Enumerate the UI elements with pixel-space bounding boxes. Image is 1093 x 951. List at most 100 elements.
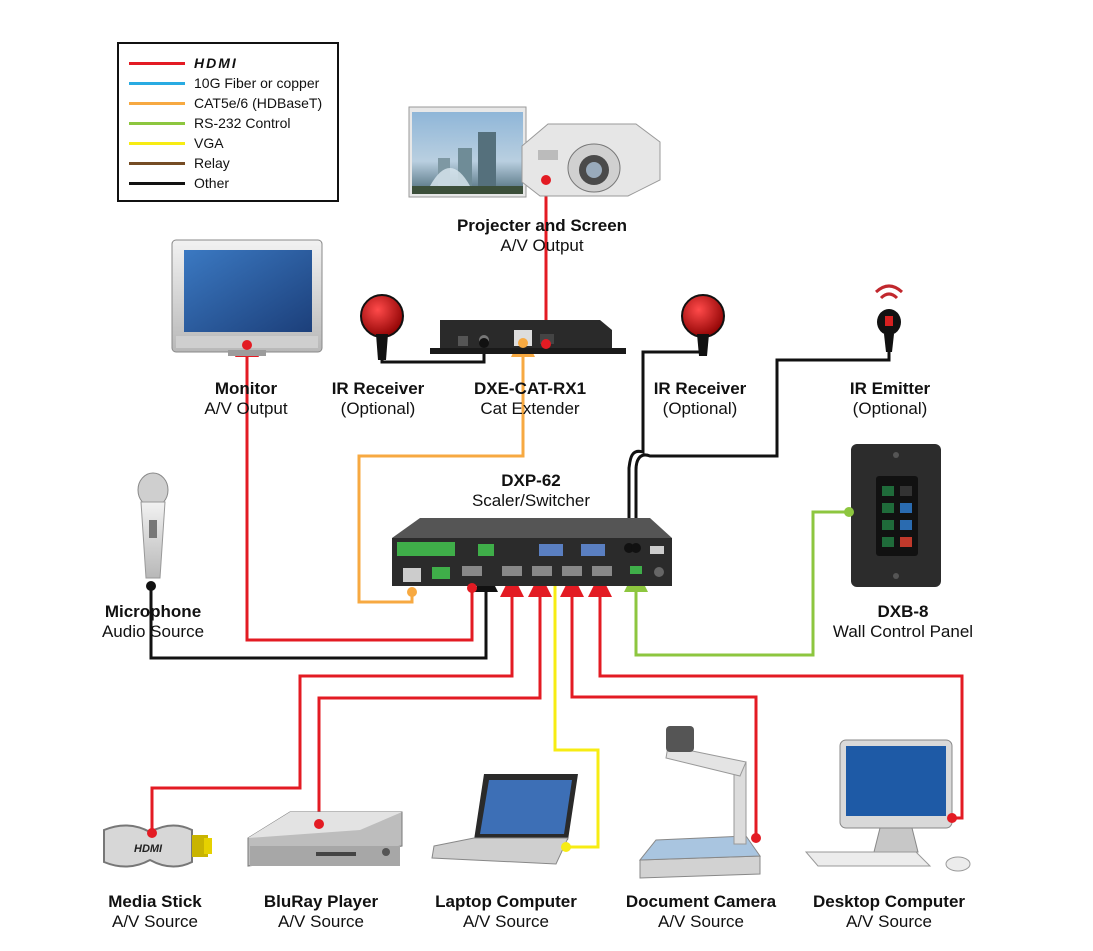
cable-media-stick <box>150 573 524 833</box>
cable-microphone <box>149 568 498 660</box>
switcher-hdmi-out-port <box>467 583 477 593</box>
label-subtitle: Cat Extender <box>480 399 580 418</box>
bluray-player <box>247 811 403 867</box>
monitor <box>171 239 323 356</box>
label-subtitle: Scaler/Switcher <box>471 491 591 510</box>
label-subtitle: (Optional) <box>662 399 738 418</box>
label-title: IR Receiver <box>653 379 747 398</box>
desktop-computer <box>804 739 971 872</box>
extender-cat-port <box>518 338 528 348</box>
legend-label: CAT5e/6 (HDBaseT) <box>194 95 323 111</box>
label-subtitle: Wall Control Panel <box>832 622 974 641</box>
label-ir-emitter: IR Emitter (Optional) <box>850 379 930 419</box>
label-projector: Projecter and Screen A/V Output <box>457 216 627 256</box>
laptop <box>431 774 578 865</box>
label-microphone: Microphone Audio Source <box>102 602 204 642</box>
label-monitor: Monitor A/V Output <box>204 379 287 419</box>
label-subtitle: (Optional) <box>852 399 928 418</box>
label-title: Media Stick <box>108 892 202 911</box>
cable-ir-emitter <box>634 350 891 546</box>
cable-doc-camera <box>560 573 758 838</box>
label-title: BluRay Player <box>263 892 379 911</box>
cable-laptop-vga <box>543 558 600 849</box>
legend-item-rs232: RS-232 Control <box>129 114 291 132</box>
microphone-port <box>146 581 156 591</box>
cable-rs232 <box>624 510 849 657</box>
legend-swatch <box>129 121 185 125</box>
wall-panel <box>851 444 941 587</box>
label-title: Desktop Computer <box>812 892 966 911</box>
legend-swatch <box>129 61 185 65</box>
switcher-ir-port-2 <box>631 543 641 553</box>
label-bluray: BluRay Player A/V Source <box>264 892 378 932</box>
legend-swatch <box>129 161 185 165</box>
label-title: Laptop Computer <box>435 892 577 911</box>
label-media-stick: Media Stick A/V Source <box>108 892 202 932</box>
label-laptop: Laptop Computer A/V Source <box>435 892 577 932</box>
legend-swatch <box>129 81 185 85</box>
cable-bluray <box>317 573 552 824</box>
legend: HDMI 10G Fiber or copper CAT5e/6 (HDBase… <box>117 42 339 202</box>
label-title: DXB-8 <box>877 602 929 621</box>
microphone <box>137 472 169 579</box>
legend-label: 10G Fiber or copper <box>194 75 320 91</box>
label-title: DXE-CAT-RX1 <box>473 379 587 398</box>
label-title: Document Camera <box>625 892 777 911</box>
document-camera <box>638 726 761 879</box>
label-subtitle: A/V Source <box>278 912 364 931</box>
legend-item-hdmi: HDMI <box>129 54 238 72</box>
label-doc-camera: Document Camera A/V Source <box>626 892 776 932</box>
label-switcher: DXP-62 Scaler/Switcher <box>472 471 590 511</box>
wall-panel-port <box>844 507 854 517</box>
laptop-port <box>561 842 571 852</box>
label-subtitle: A/V Source <box>111 912 198 931</box>
legend-label: Relay <box>194 155 230 171</box>
label-subtitle: (Optional) <box>340 399 416 418</box>
label-subtitle: A/V Source <box>845 912 932 931</box>
projector-port <box>541 175 551 185</box>
legend-item-other: Other <box>129 174 229 192</box>
ir-receiver-2 <box>681 294 725 356</box>
bluray-port <box>314 819 324 829</box>
label-subtitle: A/V Source <box>463 912 549 931</box>
cable-ir-receiver-2 <box>627 348 705 548</box>
cable-desktop <box>588 573 964 820</box>
label-ir-receiver-2: IR Receiver (Optional) <box>654 379 747 419</box>
label-ir-receiver-1: IR Receiver (Optional) <box>332 379 425 419</box>
label-subtitle: A/V Source <box>658 912 744 931</box>
media-stick-badge: HDMI <box>134 843 163 855</box>
monitor-port <box>242 340 252 350</box>
label-subtitle: Audio Source <box>101 622 205 641</box>
legend-label: RS-232 Control <box>194 115 291 131</box>
legend-label: VGA <box>194 135 224 151</box>
legend-item-vga: VGA <box>129 134 224 152</box>
label-subtitle: A/V Output <box>204 399 288 418</box>
projector-screen <box>408 106 527 198</box>
legend-item-cat: CAT5e/6 (HDBaseT) <box>129 94 322 112</box>
ir-receiver-1 <box>360 294 404 360</box>
label-title: IR Receiver <box>331 379 425 398</box>
label-desktop: Desktop Computer A/V Source <box>813 892 965 932</box>
legend-item-relay: Relay <box>129 154 230 172</box>
extender-ir-port <box>479 338 489 348</box>
extender-hdmi-port <box>541 339 551 349</box>
legend-swatch <box>129 181 185 185</box>
label-wall-panel: DXB-8 Wall Control Panel <box>833 602 973 642</box>
media-stick-port <box>147 828 157 838</box>
cable-monitor-hdmi <box>235 333 474 642</box>
label-title: Projecter and Screen <box>456 216 628 235</box>
label-title: Monitor <box>214 379 278 398</box>
desktop-port <box>947 813 957 823</box>
label-title: IR Emitter <box>849 379 931 398</box>
doc-camera-port <box>751 833 761 843</box>
legend-item-fiber: 10G Fiber or copper <box>129 74 319 92</box>
legend-label: HDMI <box>194 55 238 71</box>
switcher-ir-port-1 <box>624 543 634 553</box>
label-subtitle: A/V Output <box>500 236 584 255</box>
label-title: Microphone <box>104 602 202 621</box>
ir-emitter <box>874 284 904 352</box>
cable-cat-hdbaset <box>357 333 535 604</box>
label-title: DXP-62 <box>501 471 561 490</box>
label-extender: DXE-CAT-RX1 Cat Extender <box>474 379 586 419</box>
